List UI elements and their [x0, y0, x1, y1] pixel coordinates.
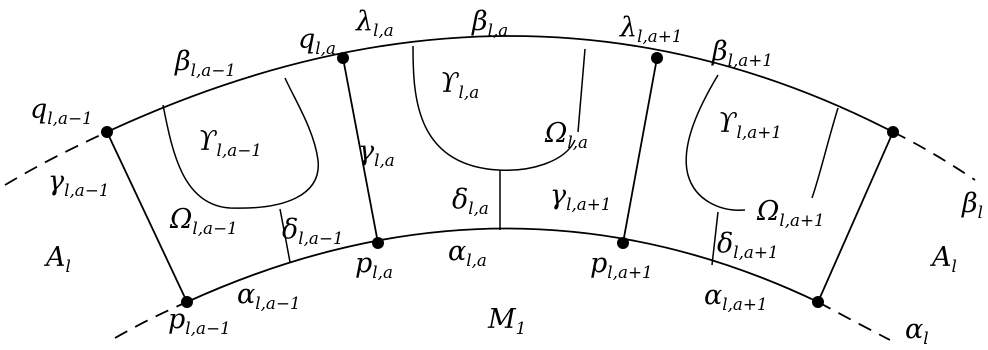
inner-arc [186, 227, 819, 303]
label-M1: M1 [488, 304, 527, 338]
gamma-right-line [817, 131, 894, 303]
label-alpha-a-minus1: αl,a−1 [237, 279, 301, 313]
label-upsilon-a-minus1: ϒl,a−1 [198, 126, 262, 160]
label-upsilon-a: ϒl,a [440, 68, 480, 102]
label-q-a-minus1: ql,a−1 [30, 94, 93, 128]
label-omega-a-plus1: Ωl,a+1 [757, 196, 825, 230]
label-omega-a: Ωl,a [545, 118, 589, 152]
outer-arc-left-dash [4, 131, 108, 186]
delta-a-minus1-line [279, 208, 291, 263]
inner-arc-right-dash [817, 301, 891, 341]
omega-a-plus1-line [811, 107, 839, 199]
label-p-a-minus1: pl,a−1 [168, 304, 231, 338]
outer-arc [106, 35, 894, 133]
label-beta-a-minus1: βl,a−1 [175, 46, 236, 80]
gamma-a-plus1-line [622, 57, 658, 244]
label-upsilon-a-plus1: ϒl,a+1 [718, 108, 782, 142]
outer-arc-right-dash [892, 131, 976, 181]
point-lambda-a-plus1 [651, 52, 663, 64]
label-omega-a-minus1: Ωl,a−1 [170, 204, 238, 238]
label-gamma-a: γl,a [358, 136, 395, 170]
upsilon-a-minus1-curve [162, 77, 319, 209]
label-p-a: pl,a [355, 248, 393, 282]
label-delta-a-plus1: δl,a+1 [717, 228, 779, 262]
label-gamma-a-plus1: γl,a+1 [550, 180, 612, 214]
point-p-a-plus1 [617, 237, 629, 249]
point-inner-right [812, 296, 824, 308]
label-delta-a: δl,a [452, 184, 489, 218]
label-beta-l: βl [962, 188, 983, 222]
gamma-a-line [342, 57, 379, 244]
point-p-a [372, 237, 384, 249]
point-q-a [337, 52, 349, 64]
label-beta-a: βl,a [472, 6, 509, 40]
label-A-left: Al [46, 242, 71, 276]
label-gamma-a-minus1: γl,a−1 [48, 166, 110, 200]
label-lambda-a-plus1: λl,a+1 [620, 12, 683, 46]
omega-a-line [577, 48, 586, 133]
point-outer-right [887, 126, 899, 138]
upsilon-a-plus1-curve [685, 74, 746, 211]
point-p-a-minus1 [181, 296, 193, 308]
point-q-a-minus1 [101, 126, 113, 138]
label-alpha-a-plus1: αl,a+1 [704, 280, 768, 314]
label-alpha-l: αl [905, 314, 929, 348]
label-p-a-plus1: pl,a+1 [590, 248, 653, 282]
label-delta-a-minus1: δl,a−1 [282, 214, 344, 248]
label-beta-a-plus1: βl,a+1 [712, 36, 773, 70]
label-alpha-a: αl,a [448, 236, 487, 270]
upsilon-a-curve [412, 45, 576, 171]
label-q-a: ql,a [298, 24, 336, 58]
gamma-a-minus1-line [106, 131, 188, 303]
delta-a-plus1-line [711, 211, 719, 266]
label-lambda-a: λl,a [356, 6, 394, 40]
label-A-right: Al [932, 242, 957, 276]
inner-arc-left-dash [114, 301, 188, 339]
